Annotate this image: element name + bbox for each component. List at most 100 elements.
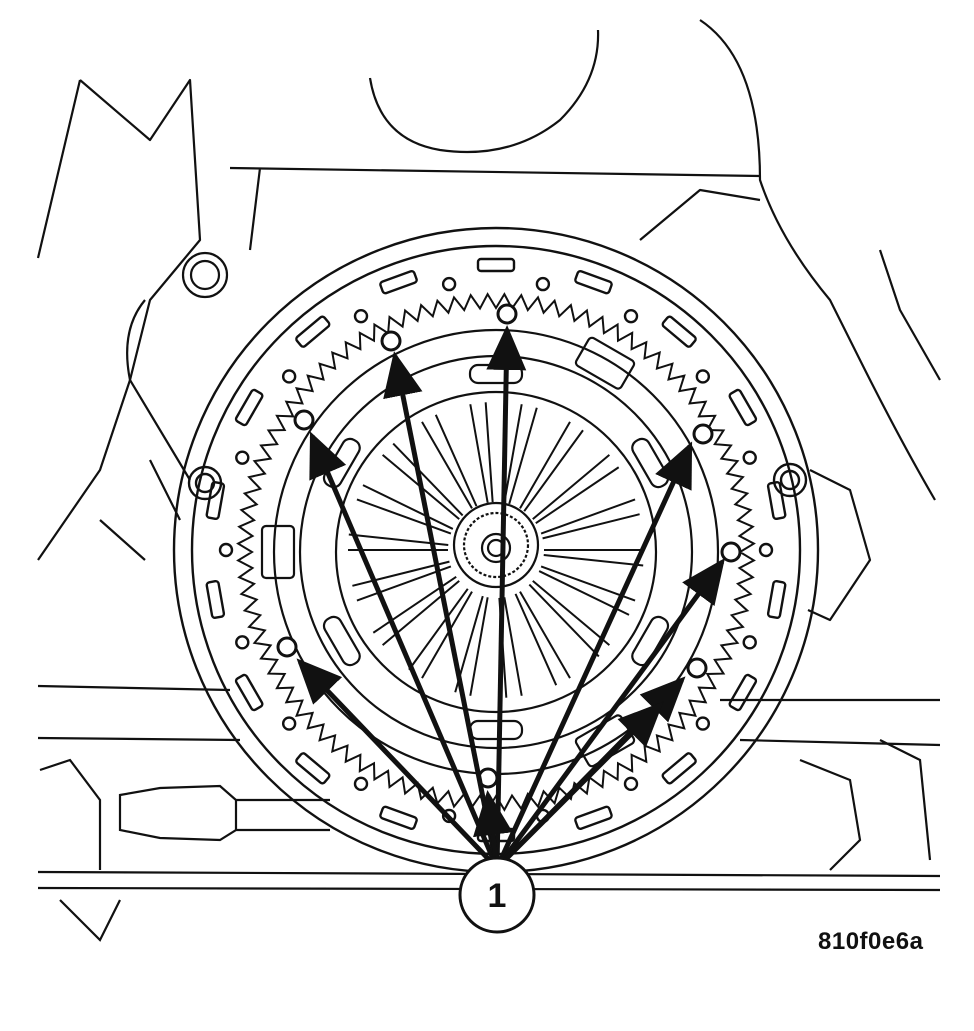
rim-slot bbox=[295, 315, 331, 348]
callout-arrow bbox=[495, 701, 664, 870]
rim-hole bbox=[218, 542, 234, 558]
pressure-plate-bolt bbox=[720, 541, 742, 563]
callout-arrow bbox=[296, 658, 499, 870]
diaphragm-finger bbox=[352, 560, 452, 602]
subframe-right-bracket bbox=[799, 739, 932, 871]
housing-right-lower bbox=[807, 469, 872, 622]
diaphragm-finger bbox=[528, 580, 611, 658]
dowel-left-inner bbox=[194, 472, 216, 494]
rim-hole bbox=[441, 276, 457, 292]
pressure-plate-lug bbox=[260, 524, 296, 580]
callout-arrow bbox=[494, 557, 725, 870]
dowel-right-inner bbox=[779, 469, 801, 491]
callout-arrow bbox=[383, 351, 500, 869]
diaphragm-finger bbox=[469, 402, 494, 503]
diaphragm-finger bbox=[514, 591, 571, 686]
pressure-plate-lug bbox=[574, 336, 636, 390]
diaphragm-finger bbox=[532, 454, 620, 524]
housing-left-outline bbox=[36, 78, 202, 561]
diaphragm-finger bbox=[408, 588, 473, 679]
hub-spline bbox=[462, 511, 530, 579]
callout-bubble: 1 bbox=[458, 856, 536, 934]
rim-hole bbox=[695, 369, 711, 384]
pressure-plate-lugs bbox=[260, 336, 636, 768]
pressure-plate-bolt bbox=[692, 423, 714, 445]
clutch-hub bbox=[452, 501, 540, 589]
rim-hole bbox=[353, 308, 369, 324]
rim-hole bbox=[281, 369, 297, 384]
rim-slot bbox=[574, 270, 613, 295]
rim-hole bbox=[742, 635, 757, 650]
diaphragm-finger bbox=[421, 414, 478, 509]
ring-gear-teeth bbox=[236, 292, 756, 812]
rim-hole bbox=[535, 276, 551, 292]
diaphragm-spring-fingers bbox=[348, 402, 644, 698]
flywheel-rim-holes bbox=[218, 276, 774, 824]
rim-hole bbox=[235, 450, 250, 465]
rim-slot bbox=[728, 388, 758, 427]
rim-slot bbox=[574, 805, 613, 830]
callout-arrow bbox=[494, 441, 693, 870]
callout-arrow bbox=[486, 325, 527, 869]
diaphragm-finger bbox=[381, 442, 464, 520]
rim-hole bbox=[623, 776, 639, 792]
pressure-plate-windows bbox=[322, 363, 670, 741]
pressure-plate-window bbox=[468, 363, 524, 385]
hub-outer bbox=[452, 501, 540, 589]
rim-slot bbox=[661, 752, 697, 785]
housing-plug-left bbox=[181, 251, 229, 299]
pressure-plate-bolt bbox=[686, 657, 708, 679]
hub-bore bbox=[480, 532, 512, 564]
subframe-left-bracket bbox=[39, 758, 121, 942]
rim-hole bbox=[235, 635, 250, 650]
rim-slot bbox=[234, 673, 264, 712]
flywheel-rim-slots bbox=[205, 257, 787, 843]
pressure-plate-bolt bbox=[496, 303, 518, 325]
housing-left-mount bbox=[99, 299, 191, 561]
diaphragm-finger bbox=[538, 565, 636, 616]
rim-hole bbox=[695, 716, 711, 731]
rim-slot bbox=[379, 270, 418, 295]
flywheel-outer-rim bbox=[190, 244, 802, 856]
pressure-plate-window bbox=[631, 437, 670, 489]
pressure-plate-bolts bbox=[276, 303, 742, 789]
rim-slot bbox=[205, 579, 226, 619]
rim-hole bbox=[441, 808, 457, 824]
callout-number: 1 bbox=[488, 877, 507, 915]
subframe-rail bbox=[37, 736, 941, 747]
rim-slot bbox=[205, 481, 226, 521]
figure-id-label: 810f0e6a bbox=[818, 928, 924, 955]
pressure-plate-bolt bbox=[293, 409, 315, 431]
callout-arrow bbox=[473, 790, 513, 869]
rim-hole bbox=[742, 450, 757, 465]
housing-top-rail bbox=[229, 166, 761, 251]
rim-slot bbox=[295, 752, 331, 785]
pressure-plate-window bbox=[322, 615, 361, 667]
callout-arrows bbox=[296, 325, 725, 870]
diaphragm-finger bbox=[540, 498, 640, 540]
rim-hole bbox=[353, 776, 369, 792]
dowel-left-outer bbox=[187, 465, 223, 501]
pressure-plate-inner-rim bbox=[298, 354, 694, 750]
rim-hole bbox=[758, 542, 774, 558]
pressure-plate-window bbox=[468, 719, 524, 741]
rim-slot bbox=[234, 388, 264, 427]
pressure-plate-bolt bbox=[276, 636, 298, 658]
housing-plug-left-inner bbox=[189, 259, 221, 291]
rim-slot bbox=[476, 257, 516, 273]
rim-slot bbox=[379, 805, 418, 830]
pressure-plate-face bbox=[334, 390, 658, 714]
rim-slot bbox=[661, 315, 697, 348]
pressure-plate-bolt bbox=[380, 330, 402, 352]
rim-slot bbox=[766, 579, 787, 619]
engine-housing bbox=[36, 19, 941, 622]
rim-hole bbox=[623, 308, 639, 324]
callout-arrow bbox=[309, 431, 500, 869]
diaphragm-finger bbox=[543, 549, 644, 567]
pressure-plate-window bbox=[322, 437, 361, 489]
diaphragm-finger bbox=[519, 421, 584, 512]
housing-right-outline bbox=[699, 19, 941, 501]
subframe-top-line bbox=[37, 684, 940, 702]
